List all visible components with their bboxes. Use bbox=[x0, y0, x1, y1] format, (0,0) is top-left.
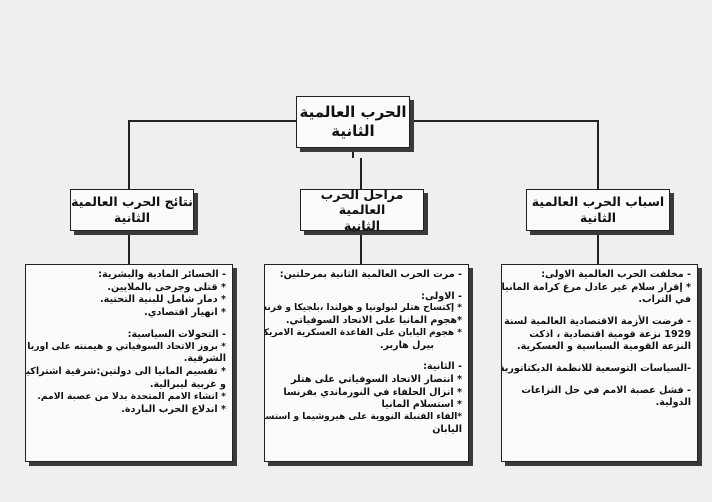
connector-mid-drop bbox=[360, 158, 362, 189]
results-line: * تقسيم المانيا الى دولتين:شرقية اشتراكي… bbox=[25, 366, 226, 378]
results-line: * انشاء الامم المتحدة بدلا من عصبة الامم… bbox=[37, 391, 226, 403]
results-line: * انهيار اقتصادي. bbox=[144, 306, 226, 318]
stages-line: * إكتساح هتلر لبولونيا و هولندا ،بلجيكا … bbox=[264, 303, 462, 314]
stages-line: اليابان bbox=[432, 423, 462, 435]
results-line: الشرقية. bbox=[183, 353, 226, 365]
stages-line: - مرت الحرب العالمية الثانية بمرحلتين: bbox=[279, 269, 462, 280]
causes-header: اسباب الحرب العالمية الثانية bbox=[526, 189, 670, 231]
stages-line: * استسلام المانيا bbox=[381, 399, 462, 411]
results-content: - الخسائر المادية والبشرية: * قتلى وجرحى… bbox=[25, 264, 233, 462]
stages-line: * انزال الحلفاء في النورماندي بفرنسا bbox=[283, 386, 462, 398]
causes-line: 1929 نزعة قومية اقتصادية ، اذكت bbox=[529, 328, 691, 340]
causes-line: -السياسات التوسعية للانظمة الديكتاتورية. bbox=[501, 362, 691, 374]
results-line: - التحولات السياسية: bbox=[127, 328, 226, 340]
connector-right-content bbox=[597, 231, 599, 264]
causes-line: الدولية. bbox=[655, 397, 691, 409]
results-title-line2: الثانية bbox=[113, 210, 151, 225]
stages-line: - الثانية: bbox=[423, 361, 462, 373]
causes-line: - مخلفت الحرب العالمية الاولى: bbox=[541, 269, 691, 280]
stages-line: * انتصار الاتحاد السوفياتي على هتلر bbox=[291, 374, 462, 386]
results-line: و غربية ليبرالية. bbox=[149, 378, 226, 390]
connector-mid-content bbox=[360, 231, 362, 264]
causes-line: في التراب. bbox=[638, 294, 691, 306]
results-line: * قتلى وجرحى بالملايين. bbox=[107, 281, 226, 293]
causes-title-line1: اسباب الحرب العالمية bbox=[531, 194, 665, 210]
stages-line: *القاء القنبلة النووية على هيروشيما و اس… bbox=[264, 412, 462, 422]
results-title-line1: نتائج الحرب العالمية bbox=[71, 194, 193, 210]
connector-right-arm bbox=[410, 120, 598, 122]
results-header: نتائج الحرب العالمية الثانية bbox=[70, 189, 194, 231]
causes-content: - مخلفت الحرب العالمية الاولى: * إقرار س… bbox=[501, 264, 698, 462]
causes-line: * إقرار سلام غير عادل مرغ كرامة المانيا bbox=[501, 281, 691, 293]
results-line: * بروز الاتحاد السوفياتي و هيمنته على او… bbox=[27, 341, 226, 353]
connector-right-drop bbox=[597, 120, 599, 189]
root-node: الحرب العالمية الثانية bbox=[296, 96, 410, 148]
causes-title-line2: الثانية bbox=[579, 210, 617, 225]
connector-left-drop bbox=[128, 120, 130, 189]
causes-line: - فشل عصبة الامم في حل النزاعات bbox=[521, 384, 691, 396]
stages-title-line1: مراحل الحرب العالمية bbox=[320, 186, 404, 218]
stages-line: - الاولى: bbox=[421, 290, 462, 302]
stages-title-line2: الثانية bbox=[343, 217, 381, 233]
stages-header: مراحل الحرب العالمية الثانية bbox=[300, 186, 424, 233]
results-line: * اندلاع الحرب الباردة. bbox=[121, 403, 226, 415]
stages-line: *هجوم المانيا على الاتحاد السوفياتي. bbox=[285, 315, 462, 327]
connector-left-arm bbox=[128, 120, 296, 122]
stages-line: بيرل هاربر. bbox=[379, 339, 434, 351]
root-title-line2: الثانية bbox=[331, 122, 375, 140]
root-title-line1: الحرب العالمية bbox=[299, 103, 407, 122]
causes-line: - فرضت الأزمة الاقتصادية العالمية لسنة bbox=[504, 315, 691, 327]
stages-line: * هجوم اليابان على القاعدة العسكرية الام… bbox=[264, 327, 462, 338]
results-line: - الخسائر المادية والبشرية: bbox=[98, 269, 226, 280]
connector-left-content bbox=[128, 231, 130, 264]
causes-line: النزعة القومية السياسية و العسكرية. bbox=[517, 341, 691, 353]
results-line: * دمار شامل للبنية التحتية. bbox=[99, 294, 226, 306]
stages-content: - مرت الحرب العالمية الثانية بمرحلتين: -… bbox=[264, 264, 469, 462]
connector-root-stem bbox=[352, 148, 354, 158]
